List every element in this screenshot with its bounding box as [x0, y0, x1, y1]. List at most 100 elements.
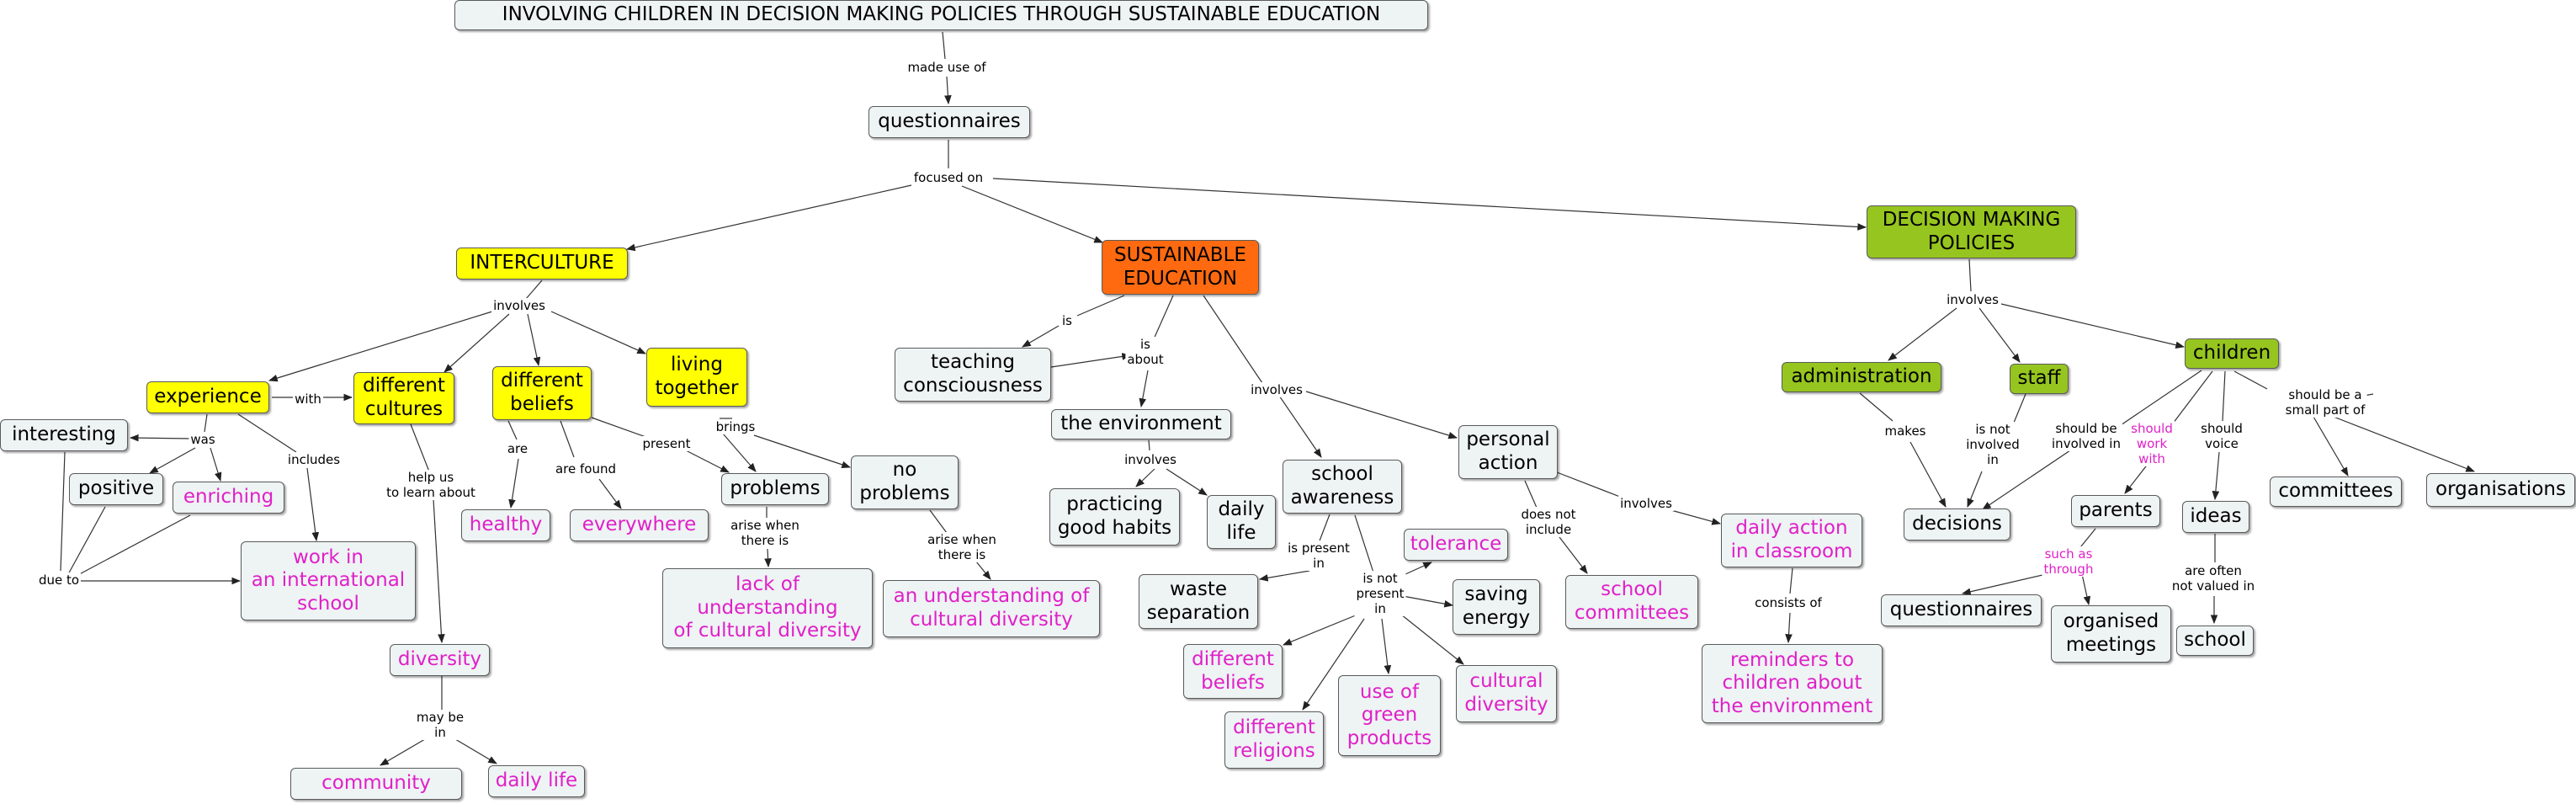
teaching-consciousness-node: teaching consciousness: [895, 348, 1051, 402]
connector-line: [1076, 295, 1125, 317]
school-node: school: [2176, 626, 2254, 656]
connector-line: [525, 280, 543, 300]
connector-line: [2212, 451, 2220, 501]
interesting-node: interesting: [0, 419, 128, 451]
link-label-makes: makes: [1883, 423, 1928, 439]
connector-line: [1402, 595, 1454, 608]
connector-line: [443, 313, 510, 373]
healthy-node: healthy: [461, 509, 550, 541]
link-label-includes: includes: [285, 452, 343, 467]
connector-line: [1050, 353, 1132, 368]
connector-line: [1283, 612, 1362, 646]
connector-line: [2172, 370, 2213, 424]
connector-line: [1909, 441, 1947, 508]
connector-line: [1022, 325, 1060, 348]
saving-energy-node: saving energy: [1453, 579, 1540, 635]
link-label-is-present-in: is present in: [1286, 540, 1352, 571]
work-international-school-node: work in an international school: [241, 541, 416, 620]
connector-line: [2233, 370, 2268, 390]
title-node: INVOLVING CHILDREN IN DECISION MAKING PO…: [454, 0, 1428, 30]
interculture-node: INTERCULTURE: [456, 248, 628, 280]
connector-line: [722, 433, 757, 472]
connector-line: [129, 434, 193, 442]
sustainable-education-node: SUSTAINABLE EDUCATION: [1102, 240, 1259, 295]
connector-line: [2222, 370, 2226, 422]
connector-line: [433, 498, 445, 644]
connector-line: [1139, 370, 1149, 408]
different-beliefs-yellow-node: different beliefs: [492, 366, 592, 420]
connector-line: [1318, 514, 1330, 544]
connector-line: [1302, 618, 1365, 711]
connector-line: [2000, 303, 2186, 349]
link-label-involves-env: involves: [1123, 452, 1178, 467]
connector-line: [71, 514, 191, 579]
connector-line: [204, 413, 208, 433]
connector-line: [1381, 618, 1392, 675]
the-environment-node: the environment: [1051, 409, 1231, 439]
connector-line: [1961, 572, 2054, 596]
connector-line: [550, 311, 646, 354]
understanding-cultural-diversity-node: an understanding of cultural diversity: [883, 580, 1100, 637]
school-awareness-node: school awareness: [1283, 460, 1402, 514]
link-label-such-as-through: such as through: [2042, 546, 2095, 577]
link-label-arise-when-lack: arise when there is: [729, 518, 801, 548]
connector-line: [1982, 450, 2071, 510]
positive-node: positive: [69, 473, 163, 505]
connector-line: [975, 561, 991, 580]
use-green-products-node: use of green products: [1338, 675, 1441, 756]
connector-line: [268, 311, 493, 382]
decision-making-policies-node: DECISION MAKING POLICIES: [1867, 205, 2076, 258]
link-label-are-found: are found: [553, 461, 619, 477]
connector-line: [753, 434, 852, 469]
connector-line: [944, 76, 952, 105]
link-label-with: with: [293, 391, 323, 407]
cultural-diversity-node: cultural diversity: [1456, 665, 1557, 722]
connector-line: [1148, 439, 1150, 451]
different-cultures-node: different cultures: [353, 372, 454, 424]
connector-line: [1152, 295, 1174, 342]
link-label-made-use-of: made use of: [906, 60, 988, 75]
staff-node: staff: [2010, 364, 2069, 394]
link-label-does-not-include: does not include: [1519, 507, 1578, 537]
connector-line: [1789, 567, 1793, 594]
lack-of-understanding-node: lack of understanding of cultural divers…: [662, 568, 873, 648]
connector-line: [961, 185, 1104, 243]
ideas-node: ideas: [2182, 501, 2249, 533]
link-label-is-not-present-in: is not present in: [1354, 571, 1406, 616]
connector-line: [1978, 307, 2021, 363]
connector-line: [942, 31, 946, 60]
connector-line: [1354, 514, 1374, 573]
connector-line: [560, 420, 575, 458]
connector-line: [507, 420, 518, 440]
connector-line: [1559, 536, 1588, 574]
link-label-is: is: [1060, 313, 1074, 328]
connector-line: [992, 178, 1867, 231]
connector-line: [2313, 416, 2349, 477]
link-label-arise-when-understanding: arise when there is: [926, 532, 998, 562]
connector-line: [1305, 391, 1458, 439]
connector-line: [508, 458, 519, 509]
connector-line: [764, 548, 772, 568]
no-problems-node: no problems: [851, 455, 959, 509]
connector-line: [1524, 480, 1538, 508]
connector-line: [2322, 412, 2476, 472]
personal-action-node: personal action: [1458, 425, 1558, 479]
connector-line: [625, 184, 912, 252]
link-label-should-work-with: should work with: [2129, 421, 2175, 466]
everywhere-node: everywhere: [570, 509, 709, 541]
connector-line: [1888, 307, 1957, 361]
organised-meetings-node: organised meetings: [2051, 605, 2171, 663]
link-label-may-be-in: may be in: [414, 710, 466, 740]
questionnaires-right-node: questionnaires: [1881, 594, 2042, 626]
connector-line: [1785, 612, 1793, 644]
daily-life-bottom-node: daily life: [488, 765, 585, 797]
connector-line: [1203, 295, 1263, 384]
link-label-are: are: [505, 441, 530, 456]
link-label-is-not-involved-in: is not involved in: [1964, 422, 2021, 467]
children-node: children: [2185, 338, 2279, 369]
link-label-should-be-involved-in: should be involved in: [2050, 421, 2122, 451]
link-label-present: present: [640, 436, 693, 451]
connector-line: [591, 417, 649, 439]
connector-line: [210, 447, 222, 482]
link-label-brings: brings: [714, 419, 757, 434]
